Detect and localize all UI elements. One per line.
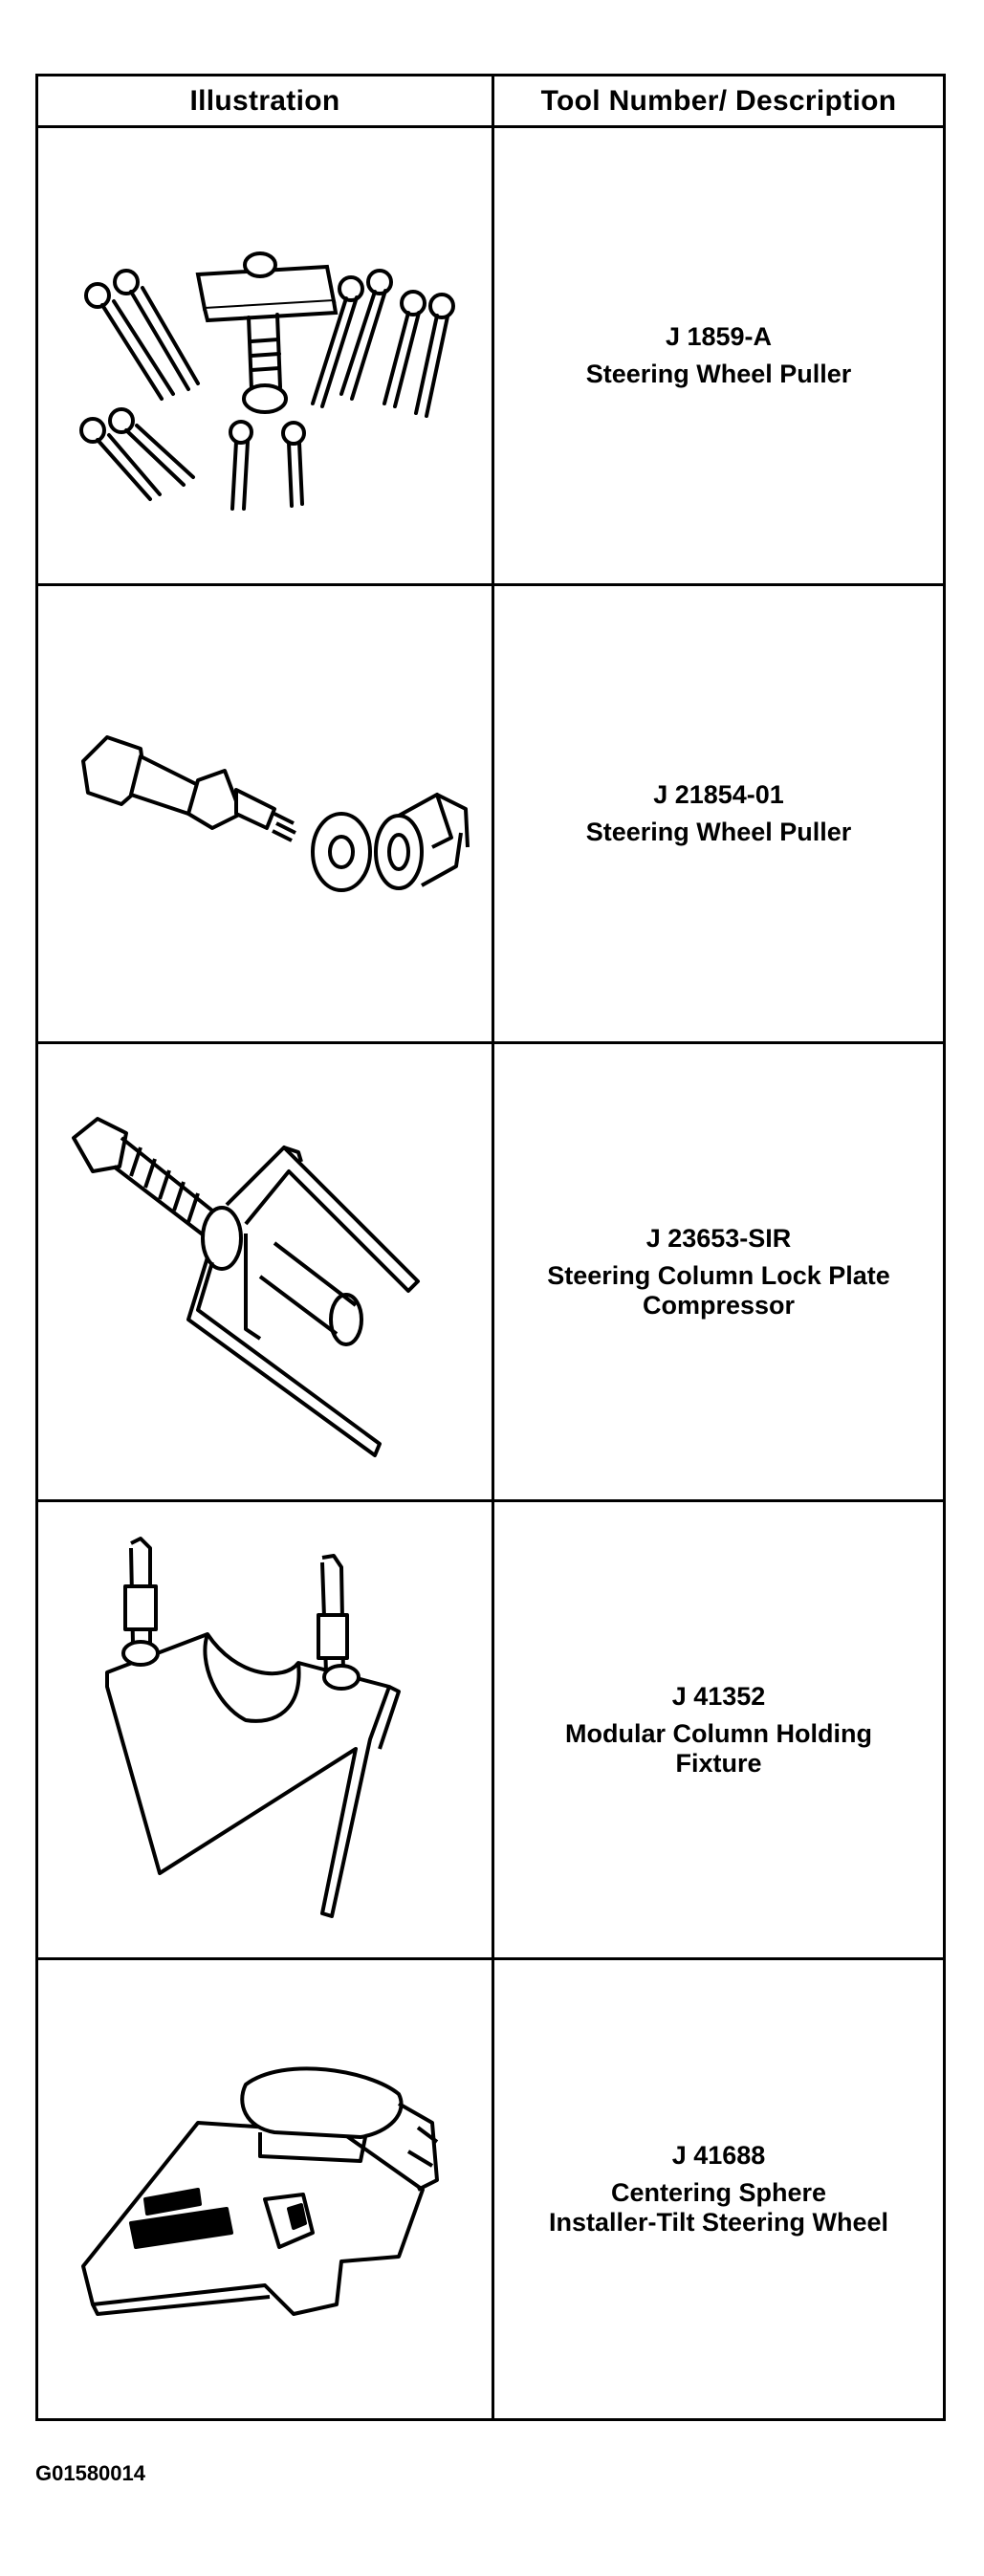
steering-wheel-puller-bolts-icon bbox=[79, 251, 455, 511]
figure-id: G01580014 bbox=[35, 2461, 145, 2485]
tool-description-cell-2: J 21854-01 Steering Wheel Puller bbox=[494, 586, 943, 1044]
tool-description-line: Steering Wheel Puller bbox=[585, 818, 852, 846]
tool-description-line: Modular Column Holding bbox=[565, 1718, 872, 1748]
illustration-cell-2 bbox=[38, 586, 494, 1044]
illustration-cell-5 bbox=[38, 1960, 494, 2418]
tool-description-line: Compressor bbox=[642, 1290, 796, 1320]
tool-number: J 21854-01 bbox=[653, 780, 784, 809]
tool-description-line: Steering Wheel Puller bbox=[585, 360, 852, 388]
tool-table: Illustration Tool Number/ Description bbox=[35, 74, 946, 2421]
tool-number: J 41688 bbox=[671, 2141, 766, 2170]
tool-description-cell-1: J 1859-A Steering Wheel Puller bbox=[494, 128, 943, 586]
header-illustration: Illustration bbox=[38, 76, 494, 128]
tool-description-cell-4: J 41352 Modular Column Holding Fixture bbox=[494, 1502, 943, 1960]
tool-description-line: Centering Sphere bbox=[610, 2178, 827, 2207]
tool-description-line: Steering Column Lock Plate bbox=[547, 1260, 890, 1290]
tool-description-line: Installer-Tilt Steering Wheel bbox=[548, 2208, 889, 2237]
header-tool-description: Tool Number/ Description bbox=[494, 76, 943, 128]
illustration-cell-4 bbox=[38, 1502, 494, 1960]
tool-number: J 1859-A bbox=[665, 322, 773, 351]
tool-number: J 41352 bbox=[671, 1681, 766, 1711]
column-holding-fixture-icon bbox=[105, 1537, 401, 1918]
tool-description-cell-5: J 41688 Centering Sphere Installer-Tilt … bbox=[494, 1960, 943, 2418]
illustration-cell-1 bbox=[38, 128, 494, 586]
steering-wheel-puller-screw-icon bbox=[81, 735, 470, 892]
tool-number: J 23653-SIR bbox=[645, 1223, 792, 1253]
centering-sphere-installer-icon bbox=[81, 2065, 439, 2316]
lock-plate-compressor-icon bbox=[72, 1117, 420, 1457]
tool-description-cell-3: J 23653-SIR Steering Column Lock Plate C… bbox=[494, 1044, 943, 1502]
tool-description-line: Fixture bbox=[675, 1748, 762, 1778]
illustration-cell-3 bbox=[38, 1044, 494, 1502]
